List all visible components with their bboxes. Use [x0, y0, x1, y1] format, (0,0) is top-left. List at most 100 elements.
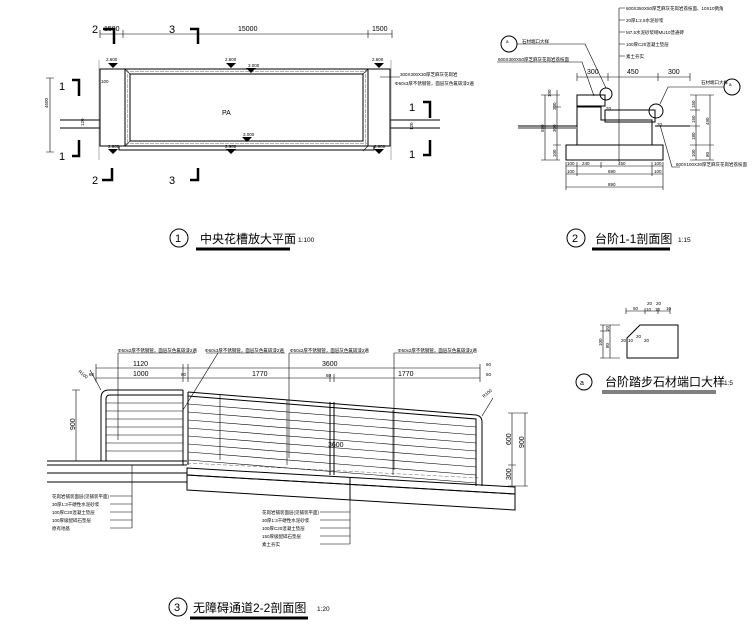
dim: 240: [582, 161, 590, 166]
callout-label: 石材端口大样: [522, 38, 549, 45]
title-number: 3: [174, 602, 180, 614]
dim: 60: [486, 362, 492, 367]
dim: 100: [654, 169, 662, 174]
dim: 150: [691, 115, 696, 123]
dim: 100: [567, 169, 575, 174]
top-stone: [576, 94, 606, 107]
dim: 20: [647, 301, 653, 306]
dim: 890: [608, 182, 616, 187]
title-number: 1: [175, 233, 181, 245]
layer-note: 素土夯实: [262, 541, 280, 548]
layer-note: 20厚1:2.5水泥砂浆: [626, 17, 664, 24]
concrete-base: [565, 144, 664, 161]
radius-label: R100: [481, 388, 493, 399]
title-scale: 1:100: [298, 237, 315, 244]
detail-a-title: a 台阶踏步石材端口大样 1:5: [575, 373, 733, 394]
center-label: PA: [222, 110, 231, 117]
layer-note: 100厚C20混凝土垫层: [52, 509, 95, 516]
layer-note: 花岗岩铺装面层(见铺装平面): [52, 493, 109, 500]
callout-mark: a: [729, 82, 732, 87]
dim-100: 100: [101, 79, 109, 84]
dim: 300: [668, 69, 680, 76]
layer-note: 100厚C20混凝土垫层: [262, 525, 305, 532]
detail-a: 50 20 20 10 10 10 100 80 20 20 10 20 20: [598, 301, 679, 359]
dim: 200: [552, 102, 557, 110]
dim: 60: [326, 373, 332, 378]
section-mark-label: 2: [92, 24, 98, 36]
dim: 900: [519, 436, 526, 448]
dim: 150: [691, 100, 696, 108]
dim: 20: [656, 301, 662, 306]
dim: 80: [605, 342, 610, 348]
dim: 450: [618, 161, 626, 166]
dim: 20: [636, 334, 642, 339]
lower-stone: [604, 109, 656, 123]
dim: 580: [540, 124, 545, 132]
title-scale: 1:15: [678, 237, 691, 244]
layer-note: 花岗岩铺装面层(见铺装平面): [262, 509, 319, 516]
layer-note: 150厚级配碎石垫层: [262, 533, 302, 540]
dim: 180: [691, 132, 696, 140]
title-number: 2: [572, 233, 578, 245]
dim: 1770: [252, 371, 268, 378]
title-text: 台阶1-1剖面图: [595, 231, 672, 246]
mid-layer-notes: 花岗岩铺装面层(见铺装平面) 30厚1:3干硬性水泥砂浆 100厚C20混凝土垫…: [262, 478, 351, 548]
rail-note: Φ50x2厚不锈钢管，面层灰色氟碳漆2遍: [290, 347, 369, 354]
section-mark-label: 1: [59, 151, 65, 163]
rails: [106, 395, 477, 484]
rail-note: Φ60x3厚不锈钢管，面层灰色氟碳漆2遍: [205, 347, 284, 354]
dim: 100: [691, 149, 696, 157]
stone-note: 600X100X30厚芝麻灰花岗岩荔枝面: [676, 161, 748, 168]
step-dim: 120: [80, 118, 85, 126]
title-mark: a: [580, 380, 584, 387]
section-mark-label: 2: [92, 175, 98, 187]
dim: 900: [70, 418, 77, 430]
dim: 100: [654, 161, 662, 166]
dim: 450: [627, 69, 639, 76]
section-mark-label: 3: [169, 175, 175, 187]
elevation-label: 2.900: [225, 144, 237, 149]
title-text: 中央花槽放大平面: [200, 231, 296, 246]
left-layer-notes: 花岗岩铺装面层(见铺装平面) 30厚1:3干硬性水泥砂浆 100厚C20混凝土垫…: [52, 465, 133, 532]
brick-body: [576, 106, 653, 146]
radius-label: R100: [77, 369, 89, 380]
section-marks: 2 2 3 3 1 1 1 1: [59, 24, 432, 187]
elevation-label: 2.600: [372, 57, 384, 62]
title-text: 台阶踏步石材端口大样: [605, 374, 725, 389]
dim: 600: [506, 433, 513, 445]
title-text: 无障碍通道2-2剖面图: [193, 600, 306, 615]
title-scale: 1:20: [317, 606, 330, 613]
planter-inner: [129, 73, 364, 142]
elevation-markers: 2.600 2.600 2.600 3.000 3.000 2.900 2.90…: [106, 57, 386, 154]
plan-side-dim: 4500: [44, 97, 49, 108]
layer-note: 100厚C20混凝土垫层: [626, 41, 669, 48]
dim: 3600: [322, 361, 338, 368]
elevation-label: 3.000: [248, 63, 260, 68]
elevation-label: 2.900: [374, 144, 386, 149]
section-mark-label: 1: [409, 102, 415, 114]
planter-outer: [124, 68, 369, 147]
rail-notes: Φ50x2厚不锈钢管，面层灰色氟碳漆2遍 Φ60x3厚不锈钢管，面层灰色氟碳漆2…: [117, 347, 477, 470]
paving-note: 300X300X30厚芝麻灰花岗岩: [400, 71, 458, 78]
dim: 3600: [328, 442, 344, 449]
rail-note: Φ60x3厚不锈钢管，面层灰色氟碳漆2遍: [395, 80, 474, 87]
section-mark-label: 3: [169, 24, 175, 36]
dim: 20: [606, 106, 612, 111]
dim: 490: [705, 117, 710, 125]
stone-note: 600X300X50厚芝麻灰花岗岩荔枝面: [498, 56, 570, 63]
dim: 100: [547, 89, 552, 97]
layer-note: 600X350X50厚芝麻灰花岗岩荔枝面、10X10倒角: [626, 5, 724, 12]
dim: 690: [608, 169, 616, 174]
planter-plan: 1500 15000 1500 100 PA 2.600 2.600 2.600…: [44, 24, 474, 187]
dim: 80: [705, 151, 710, 157]
layer-note: 原有地基: [52, 525, 70, 532]
dim: 100: [598, 338, 603, 346]
section-mark-label: 1: [409, 149, 415, 161]
dim: 1120: [133, 361, 148, 368]
elevation-label: 2.900: [108, 144, 120, 149]
elevation-label: 2.600: [106, 57, 118, 62]
elevation-label: 3.000: [243, 132, 255, 137]
dim: 100: [567, 161, 575, 166]
dim: 300: [552, 124, 557, 132]
